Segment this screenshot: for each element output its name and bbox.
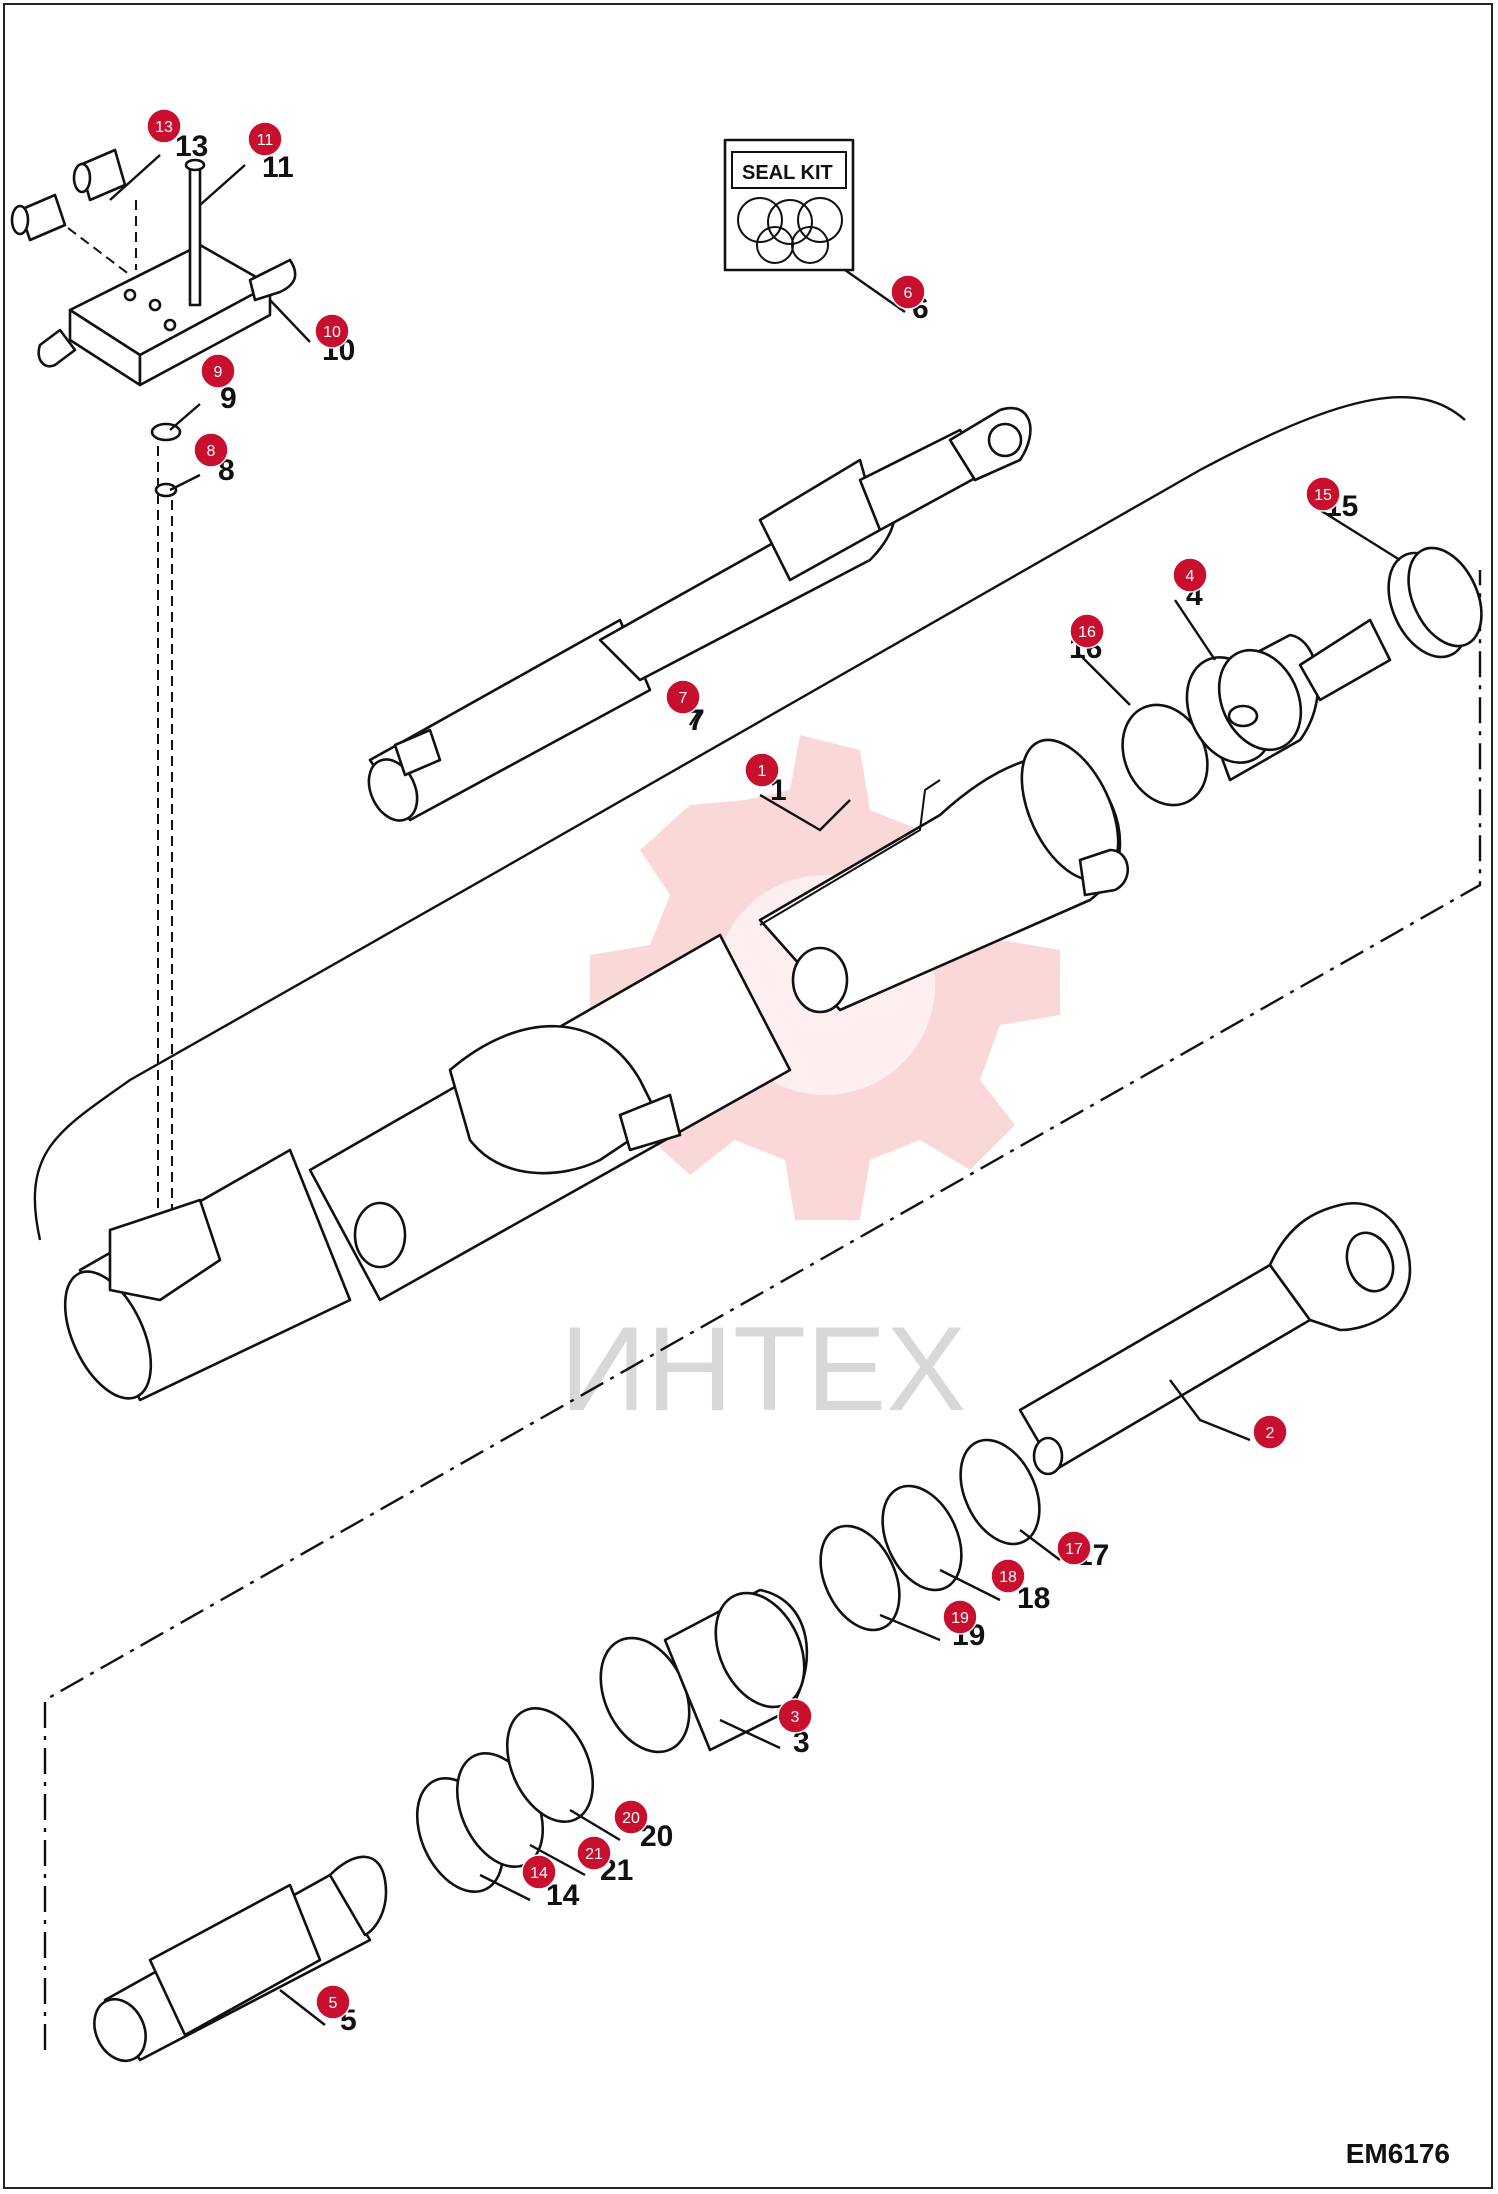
callout-marker (777, 1698, 813, 1734)
callout-marker (193, 432, 229, 468)
callout-marker (1172, 557, 1208, 593)
rod-2 (1018, 1202, 1412, 1476)
callout-number: 5 (329, 1995, 338, 2012)
callout-marker (613, 1799, 649, 1835)
callout-number: 18 (999, 1569, 1017, 1586)
part-number-label-18: 18 (1017, 1582, 1050, 1615)
callout-3[interactable]: 3 (777, 1698, 813, 1734)
callout-marker (146, 108, 182, 144)
callout-9[interactable]: 9 (200, 353, 236, 389)
callout-marker (890, 274, 926, 310)
drawing-code: EM6176 (1345, 2138, 1450, 2169)
callout-marker (1069, 613, 1105, 649)
callout-5[interactable]: 5 (315, 1984, 351, 2020)
callout-17[interactable]: 17 (1056, 1530, 1092, 1566)
callout-number: 17 (1065, 1541, 1083, 1558)
callout-number: 6 (904, 285, 913, 302)
callout-marker (1056, 1530, 1092, 1566)
callout-marker (990, 1558, 1026, 1594)
callout-18[interactable]: 18 (990, 1558, 1026, 1594)
callout-13[interactable]: 13 (146, 108, 182, 144)
callout-number: 15 (1314, 487, 1332, 504)
callout-marker (1252, 1414, 1288, 1450)
part-number-label-7: 7 (688, 704, 705, 737)
seal-kit-6: SEAL KIT (723, 138, 855, 272)
callout-number: 20 (622, 1810, 640, 1827)
callout-21[interactable]: 21 (576, 1835, 612, 1871)
callout-marker (665, 679, 701, 715)
callout-15[interactable]: 15 (1305, 476, 1341, 512)
valve-block-10 (10, 148, 297, 498)
part-number-label-14: 14 (546, 1879, 580, 1912)
cylinder-barrel (33, 395, 1466, 1402)
callout-number: 3 (791, 1709, 800, 1726)
callout-marker (315, 1984, 351, 2020)
gland-3 (599, 1588, 809, 1754)
callout-2[interactable]: 2 (1252, 1414, 1288, 1450)
callout-number: 1 (758, 763, 767, 780)
callout-marker (314, 313, 350, 349)
callout-marker (521, 1854, 557, 1890)
callout-marker (942, 1599, 978, 1635)
callout-marker (200, 353, 236, 389)
callout-20[interactable]: 20 (613, 1799, 649, 1835)
rings-17-18-19 (819, 1438, 1041, 1632)
part-number-label-13: 13 (175, 130, 208, 163)
callout-number: 11 (257, 132, 274, 149)
pin-5 (93, 1855, 388, 2063)
callout-10[interactable]: 10 (314, 313, 350, 349)
callout-number: 13 (155, 119, 173, 136)
callout-6[interactable]: 6 (890, 274, 926, 310)
callout-16[interactable]: 16 (1069, 613, 1105, 649)
callout-number: 10 (323, 324, 341, 341)
watermark-text: ИНТЕХ (560, 1302, 966, 1436)
leader-lines (109, 154, 1401, 2026)
callout-number: 7 (679, 690, 688, 707)
rings-14-20-21 (415, 1706, 595, 1894)
callout-marker (1305, 476, 1341, 512)
part-number-label-9: 9 (220, 382, 237, 415)
callout-number: 4 (1186, 568, 1195, 585)
callout-11[interactable]: 11 (247, 121, 283, 157)
cylinder-assembly-7 (367, 406, 1032, 822)
callout-marker (744, 752, 780, 788)
callout-4[interactable]: 4 (1172, 557, 1208, 593)
diagram-frame (3, 3, 1493, 2189)
part-number-label-3: 3 (793, 1726, 810, 1759)
piston-4 (1121, 546, 1483, 807)
callout-marker (576, 1835, 612, 1871)
assembly-dash-lines (43, 200, 1482, 2050)
callout-7[interactable]: 7 (665, 679, 701, 715)
callout-14[interactable]: 14 (521, 1854, 557, 1890)
callout-19[interactable]: 19 (942, 1599, 978, 1635)
callout-marker (247, 121, 283, 157)
seal-kit-label: SEAL KIT (742, 162, 833, 184)
part-callouts: 1 2 3 4 5 6 7 8 9 10 11 13 14 15 16 17 18 19 20 21 (146, 108, 1341, 2020)
callout-number: 16 (1078, 624, 1096, 641)
callout-number: 2 (1266, 1425, 1275, 1442)
callout-number: 14 (530, 1865, 548, 1882)
callout-number: 8 (207, 443, 216, 460)
callout-1[interactable]: 1 (744, 752, 780, 788)
callout-number: 9 (214, 364, 223, 381)
callout-number: 21 (585, 1846, 603, 1863)
callout-number: 19 (951, 1610, 969, 1627)
callout-8[interactable]: 8 (193, 432, 229, 468)
